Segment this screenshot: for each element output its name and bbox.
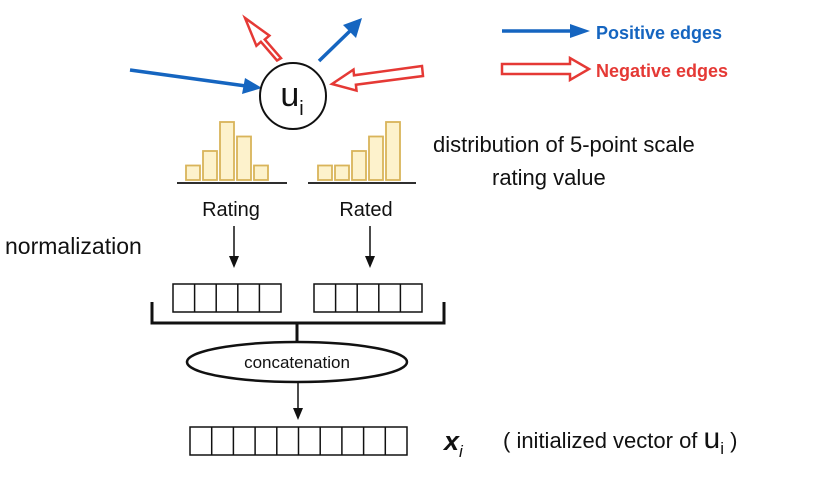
- rating-vector-box: [172, 283, 282, 313]
- rated-bar-1: [317, 164, 333, 181]
- concatenation-label: concatenation: [244, 353, 350, 372]
- positive-edge-outgoing-head: [343, 18, 362, 38]
- rated-vector-box: [313, 283, 423, 313]
- distribution-description-line1: distribution of 5-point scale: [433, 132, 695, 157]
- output-symbol: xi: [442, 426, 464, 461]
- normalization-label: normalization: [5, 233, 142, 259]
- rating-bar-2: [202, 150, 218, 181]
- output-vector: [189, 426, 408, 456]
- rating-bar-3: [219, 121, 235, 181]
- concatenation-ellipse: [185, 340, 409, 384]
- negative-edge-outgoing: [242, 14, 283, 63]
- legend-negative-label: Negative edges: [596, 61, 728, 81]
- output-symbol-subscript: i: [459, 442, 464, 461]
- user-node-label: ui: [280, 76, 303, 120]
- legend-positive-label: Positive edges: [596, 23, 722, 43]
- output-caption-node: u: [704, 422, 721, 455]
- user-node-main: u: [280, 76, 299, 114]
- positive-edge-outgoing: [317, 28, 353, 63]
- rated-label: Rated: [339, 199, 392, 221]
- user-node-circle: [259, 62, 327, 130]
- legend-positive-arrow-head: [570, 24, 590, 38]
- output-caption-suffix: ): [724, 428, 737, 453]
- output-caption: ( initialized vector of ui ): [503, 422, 737, 458]
- node-edges: ui: [129, 14, 425, 130]
- rated-bar-4: [368, 135, 384, 181]
- rating-vector: [172, 283, 282, 313]
- output-caption-node-sub: i: [720, 439, 724, 458]
- concat-bracket: [150, 302, 446, 342]
- rated-vector: [313, 283, 423, 313]
- distribution-description-line2: rating value: [492, 165, 606, 190]
- legend-negative-arrow: [500, 55, 592, 83]
- rated-bar-3: [351, 150, 367, 181]
- rating-bar-5: [253, 164, 269, 181]
- rating-bar-1: [185, 164, 201, 181]
- rated-bar-5: [385, 121, 401, 181]
- output-symbol-main: x: [442, 426, 460, 456]
- histogram-rating: [185, 121, 269, 181]
- legend: Positive edges Negative edges: [500, 23, 728, 83]
- positive-edge-incoming-head: [242, 78, 262, 94]
- user-node-subscript: i: [299, 98, 303, 120]
- rated-down-arrow-head: [365, 256, 375, 268]
- histogram-rated: [317, 121, 401, 181]
- normalization-arrows: [229, 226, 375, 268]
- rated-bar-2: [334, 164, 350, 181]
- rating-label: Rating: [202, 199, 260, 221]
- negative-edge-incoming: [329, 64, 425, 93]
- concat-down-arrow-head: [293, 408, 303, 420]
- output-caption-prefix: ( initialized vector of: [503, 428, 704, 453]
- positive-edge-incoming: [129, 68, 247, 88]
- rating-bar-4: [236, 135, 252, 181]
- rating-down-arrow-head: [229, 256, 239, 268]
